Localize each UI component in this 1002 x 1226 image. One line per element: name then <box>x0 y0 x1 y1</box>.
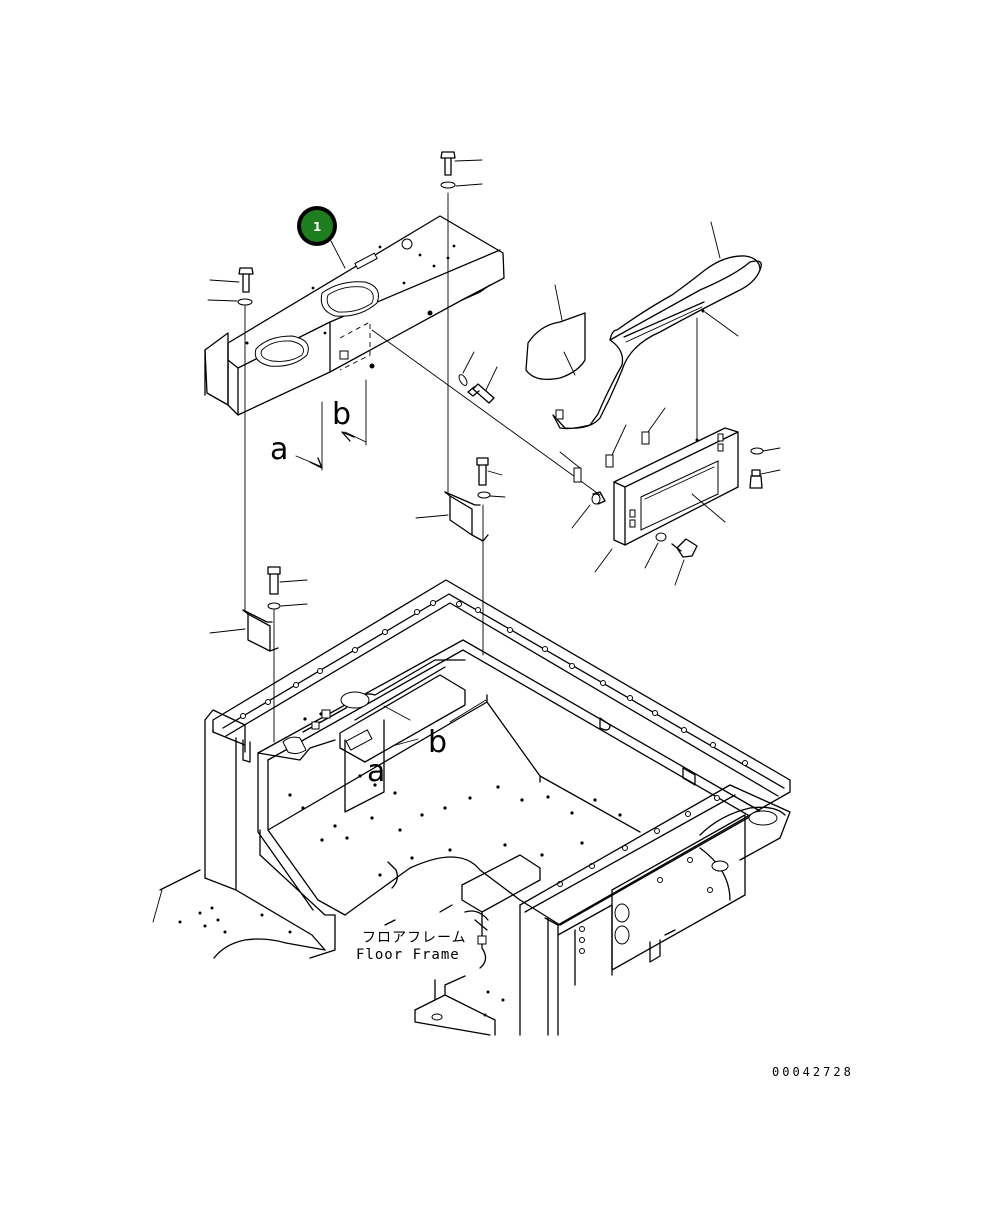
view-label-b-lower: b <box>428 725 447 760</box>
floor-frame <box>152 579 791 1036</box>
view-label-a-lower: a <box>367 754 385 789</box>
plate-bolt-icon <box>644 447 781 586</box>
drawing-code: 00042728 <box>772 1065 854 1079</box>
svg-text:b: b <box>332 397 351 432</box>
svg-text:a: a <box>270 432 288 467</box>
plate-opening-icon <box>640 460 719 531</box>
pad-panel <box>525 284 586 381</box>
clip-icon <box>559 407 666 529</box>
view-arrow-a-upper: a <box>270 401 323 471</box>
badge-fill <box>301 210 333 242</box>
upper-mounting-bracket <box>415 231 506 656</box>
console-box <box>204 215 505 416</box>
lower-mounting-bracket <box>209 357 308 743</box>
bracket-plate <box>594 317 739 573</box>
side-bolt-icon <box>371 329 601 496</box>
item-number-badge: 1 <box>297 206 337 246</box>
console-bolt-icon <box>207 151 483 359</box>
floor-frame-label-en: Floor Frame <box>356 947 460 963</box>
view-arrow-b-upper: b <box>332 379 367 446</box>
svg-text:1: 1 <box>313 220 321 234</box>
floor-frame-label-jp: フロアフレーム <box>362 930 467 946</box>
cover-panel <box>552 221 762 430</box>
